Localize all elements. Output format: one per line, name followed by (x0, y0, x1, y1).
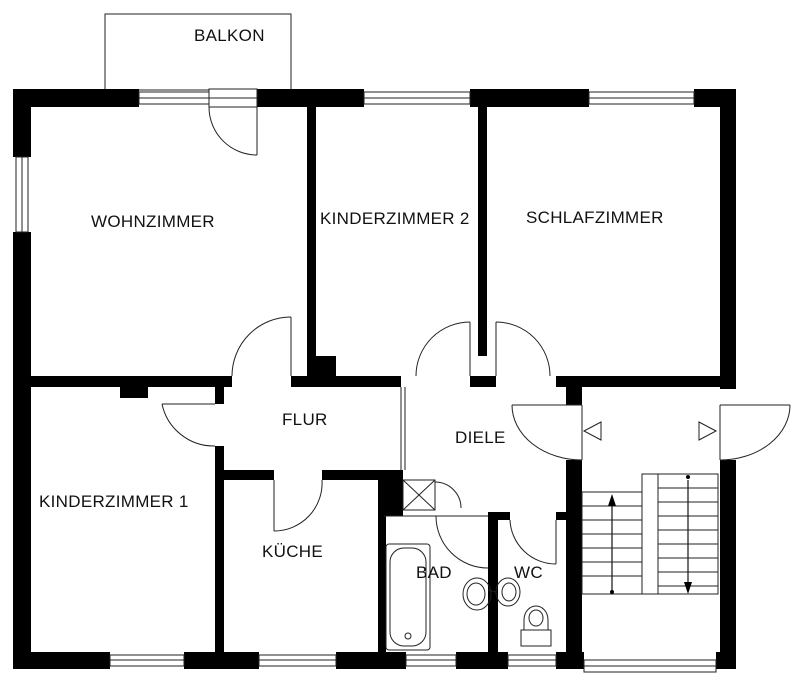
room-label-wc: WC (514, 563, 543, 582)
room-label-flur: FLUR (282, 410, 328, 429)
staircase (581, 473, 719, 595)
stair-direction-icons (582, 421, 718, 441)
triangle-right-icon (698, 421, 718, 441)
room-label-balkon: BALKON (194, 26, 265, 45)
sink-icon (462, 577, 497, 611)
triangle-left-icon (582, 421, 602, 441)
balcony (104, 13, 292, 91)
doors (161, 88, 791, 569)
room-label-schlafzimmer: SCHLAFZIMMER (526, 208, 664, 227)
room-label-diele: DIELE (455, 428, 506, 447)
wc-sink-icon (495, 577, 521, 607)
toilet-icon (520, 605, 552, 647)
room-label-wohnzimmer: WOHNZIMMER (91, 212, 215, 231)
windows (15, 91, 717, 673)
interior-walls (31, 107, 736, 669)
bathtub-icon (385, 543, 431, 651)
room-labels: BALKON WOHNZIMMER KINDERZIMMER 2 SCHLAFZ… (39, 26, 664, 582)
room-label-bad: BAD (416, 563, 452, 582)
fixtures (385, 543, 552, 651)
room-label-kinderzimmer-1: KINDERZIMMER 1 (39, 492, 189, 511)
room-label-kinderzimmer-2: KINDERZIMMER 2 (320, 209, 470, 228)
room-label-kueche: KÜCHE (262, 542, 323, 561)
